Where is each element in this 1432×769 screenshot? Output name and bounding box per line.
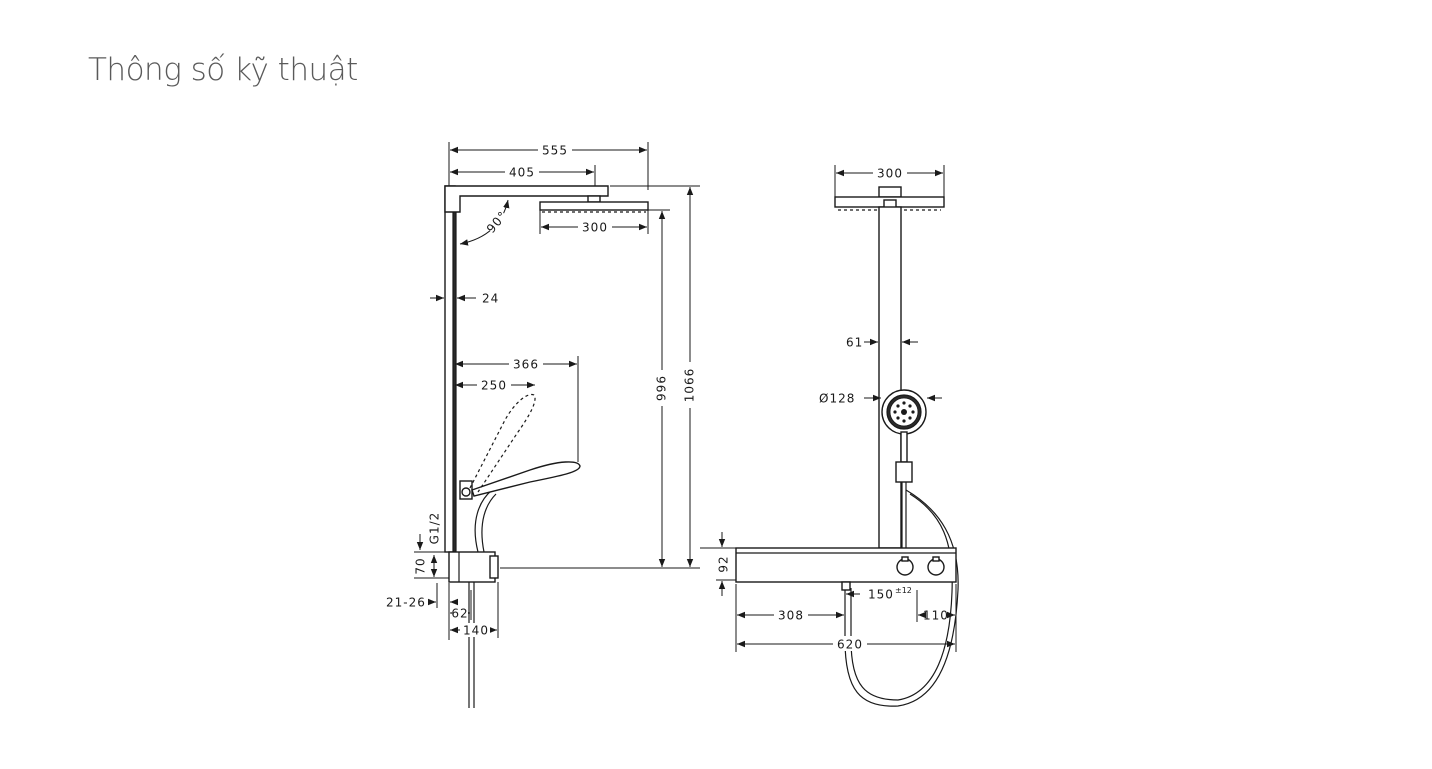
dim-label-996: 996 <box>655 375 669 401</box>
thermostat-mixer-side <box>448 551 496 583</box>
riser-rail-shadow <box>452 211 457 553</box>
dim-24: 24 <box>430 292 499 306</box>
dim-405: 405 <box>450 164 594 180</box>
dim-label-300-side: 300 <box>582 221 608 235</box>
dim-label-21-26: 21-26 <box>386 596 426 610</box>
dim-label-24: 24 <box>482 292 499 306</box>
dim-label-1066: 1066 <box>683 368 697 403</box>
dim-label-150: 150 <box>868 588 894 602</box>
handshower-holder-front <box>895 461 913 483</box>
page-title: Thông số kỹ thuật <box>88 52 358 88</box>
dim-label-405: 405 <box>509 166 535 180</box>
front-view: 300 61 Ø128 92 308 150 <box>700 165 959 707</box>
dim-620: 620 <box>737 636 955 652</box>
handshower-side <box>471 461 581 497</box>
dim-label-150-tolerance: ±12 <box>895 586 912 595</box>
dim-label-62: 62 <box>451 607 468 621</box>
dim-1066: 1066 <box>682 187 698 567</box>
dim-128: Ø128 <box>819 392 942 406</box>
dim-label-555: 555 <box>542 144 568 158</box>
dim-996: 996 <box>654 211 670 567</box>
riser-front <box>878 206 902 549</box>
dim-140: 140 <box>450 582 499 638</box>
dim-61: 61 <box>846 336 918 350</box>
side-view: 555 405 300 90° 24 366 <box>386 142 700 708</box>
dim-300-side: 300 <box>541 219 647 235</box>
dim-308: 308 <box>737 607 844 623</box>
thermostat-mixer-front <box>735 547 957 583</box>
dim-555: 555 <box>450 142 647 158</box>
dim-label-g12: G1/2 <box>428 512 442 545</box>
dim-label-300-front: 300 <box>877 167 903 181</box>
dim-label-620: 620 <box>837 638 863 652</box>
dim-92: 92 <box>717 532 731 596</box>
dim-angle-90: 90° <box>459 199 512 246</box>
mixer-handle-side <box>489 555 499 579</box>
dim-label-128: Ø128 <box>819 392 855 406</box>
dim-110: 110 <box>918 609 955 623</box>
dim-label-110: 110 <box>923 609 949 623</box>
dim-21-26: 21-26 <box>386 583 458 640</box>
shower-arm <box>444 185 609 213</box>
dim-label-140: 140 <box>463 624 489 638</box>
dim-366: 366 <box>455 356 577 372</box>
dim-label-70: 70 <box>414 557 428 574</box>
dim-62: 62 <box>450 590 472 621</box>
overhead-joint <box>587 195 601 203</box>
dim-label-61: 61 <box>846 336 863 350</box>
dim-label-308: 308 <box>778 609 804 623</box>
dim-300-front: 300 <box>836 165 943 181</box>
dim-150: 150 ±12 <box>846 586 912 602</box>
dim-250: 250 <box>455 377 535 393</box>
dim-thread: G1/2 <box>414 512 449 553</box>
dim-label-366: 366 <box>513 358 539 372</box>
dim-label-92: 92 <box>717 555 731 572</box>
dim-label-250: 250 <box>481 379 507 393</box>
overhead-shower <box>539 201 649 211</box>
dim-70: 70 <box>414 555 449 579</box>
overhead-joint-front <box>878 186 902 198</box>
